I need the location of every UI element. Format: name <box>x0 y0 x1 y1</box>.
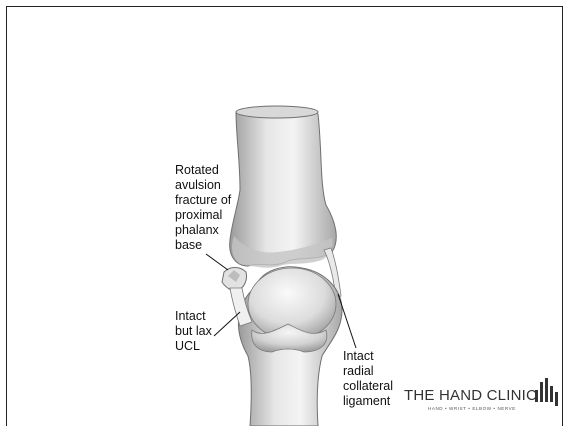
label-radial-collateral-ligament: Intact radial collateral ligament <box>343 349 393 409</box>
metacarpal-bone <box>230 106 337 268</box>
avulsion-fragment <box>222 268 247 291</box>
hand-clinic-logo-icon <box>535 378 558 406</box>
label-ucl: Intact but lax UCL <box>175 309 212 354</box>
label-avulsion-fracture: Rotated avulsion fracture of proximal ph… <box>175 163 231 253</box>
ucl-leader-line <box>214 312 240 336</box>
proximal-phalanx-bone <box>238 267 342 426</box>
avulsion-leader-line <box>206 254 228 270</box>
logo-tagline: HAND • WRIST • ELBOW • NERVE <box>428 406 516 411</box>
logo-name: THE HAND CLINIC <box>404 387 537 404</box>
